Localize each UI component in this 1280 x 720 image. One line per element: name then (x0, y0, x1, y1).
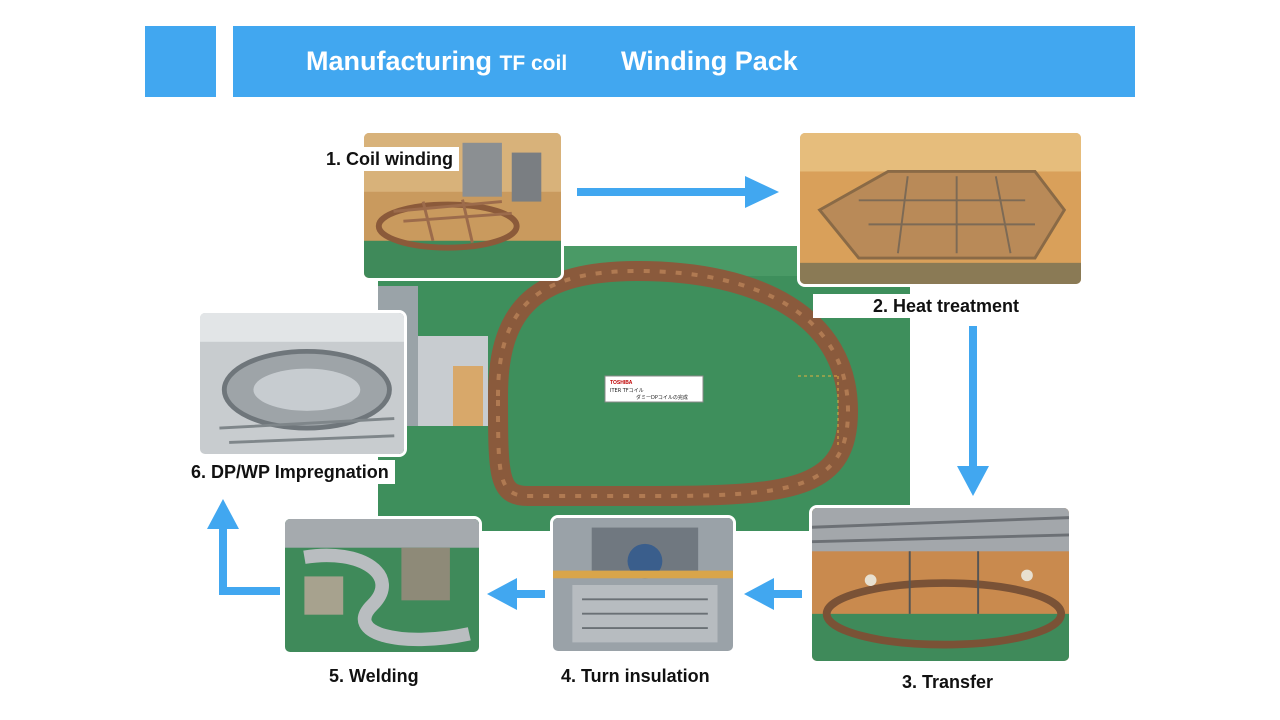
arrow-5-to-6 (205, 499, 280, 599)
center-sign-line1: TOSHIBA (610, 380, 633, 386)
title-small: TF coil (499, 52, 568, 75)
photo-turn-insulation (550, 515, 736, 654)
step-1-label: 1. Coil winding (320, 147, 459, 171)
arrow-1-to-2 (577, 174, 781, 210)
slide-subtitle: Winding Pack (621, 46, 798, 76)
step-3-label: 3. Transfer (896, 670, 1000, 694)
step-5-label: 5. Welding (323, 664, 425, 688)
title-main: Manufacturing (306, 46, 492, 76)
step-2-label: 2. Heat treatment (813, 294, 1025, 318)
photo-welding (282, 516, 482, 655)
center-sign-line3: ダミーDPコイルの完成 (636, 394, 688, 401)
arrow-4-to-5 (487, 578, 545, 610)
header-accent-block (145, 26, 216, 97)
center-sign-line2: ITER TFコイル (610, 388, 644, 394)
step-6-label: 6. DP/WP Impregnation (185, 460, 395, 484)
header-bar (233, 26, 1135, 97)
arrow-2-to-3 (955, 326, 991, 498)
step-4-label: 4. Turn insulation (555, 664, 716, 688)
photo-heat-treatment (797, 130, 1084, 287)
slide-title: Manufacturing TF coil (306, 46, 567, 77)
photo-impregnation (197, 310, 407, 457)
arrow-3-to-4 (744, 578, 802, 610)
photo-transfer (809, 505, 1072, 664)
center-coil-photo: TOSHIBA ITER TFコイル ダミーDPコイルの完成 (378, 246, 910, 531)
